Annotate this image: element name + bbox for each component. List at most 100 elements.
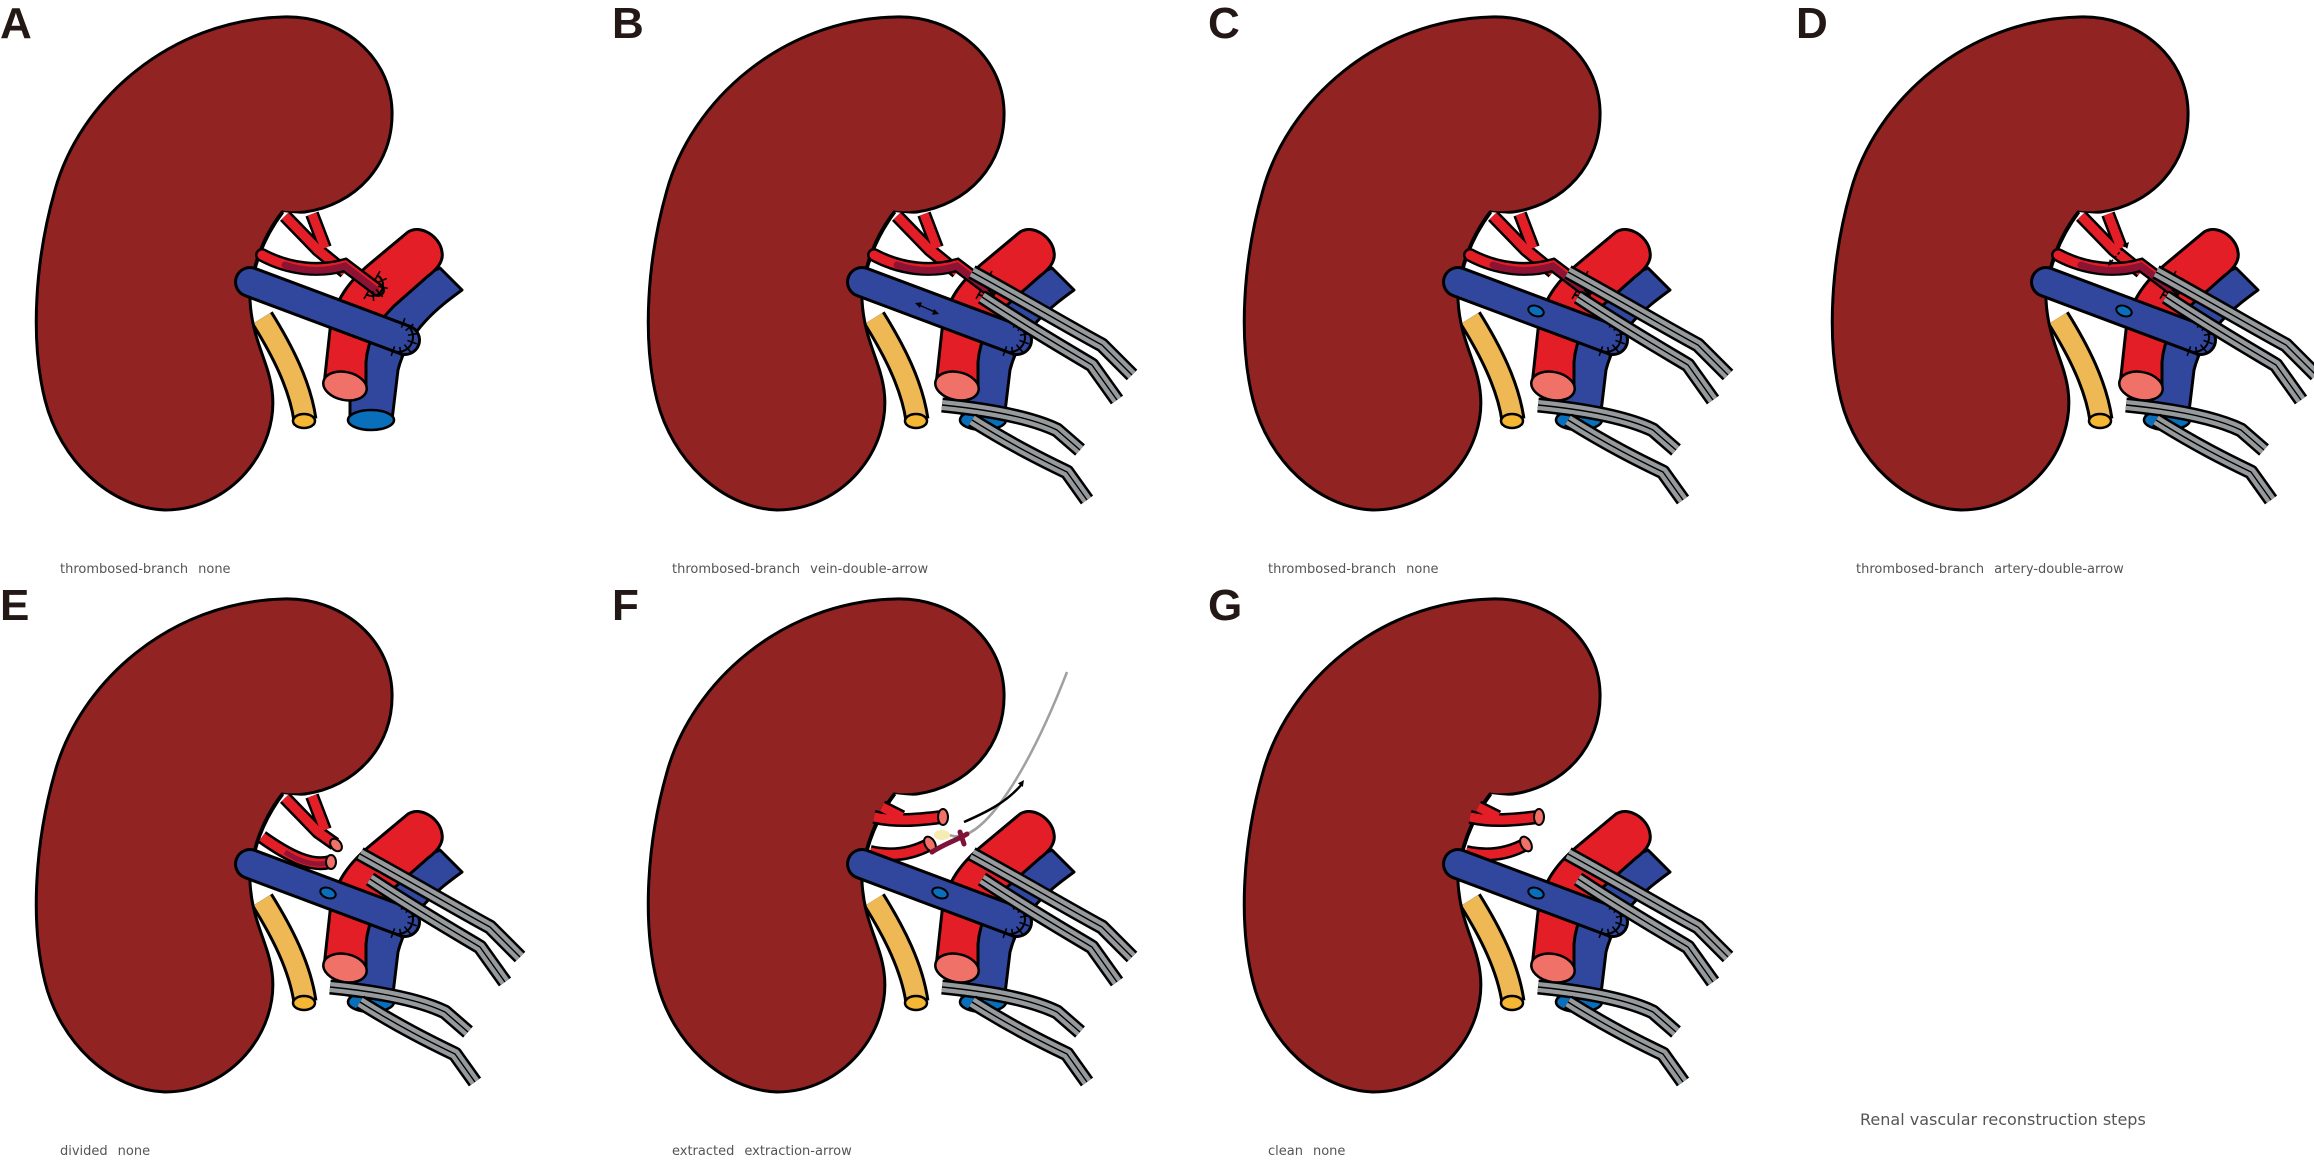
- clamp-lower-2: [1564, 995, 1690, 1087]
- thrombus: [281, 261, 380, 294]
- ureter: [1459, 311, 1526, 430]
- suture-stitch: [2194, 346, 2199, 357]
- suture-stitch: [398, 346, 403, 357]
- artery-stump: [325, 854, 337, 870]
- panel-illustration: [34, 15, 464, 512]
- extraction-arrow: [963, 783, 1023, 824]
- thrombus-extraction: [929, 671, 1069, 855]
- ureter: [1459, 893, 1526, 1012]
- renal-artery-branches: [255, 211, 388, 301]
- suture-stitch: [377, 277, 387, 284]
- panel-label: B: [612, 0, 644, 48]
- suture-stitch: [390, 928, 396, 939]
- panel-illustration: [1830, 15, 2314, 512]
- kidney: [34, 15, 394, 512]
- kidney: [1242, 597, 1602, 1094]
- renal-artery-branches: [2051, 211, 2184, 301]
- panel-label: G: [1208, 581, 1243, 630]
- ureter-cut-end: [1499, 412, 1525, 430]
- arrow-head: [2108, 259, 2115, 266]
- artery-state-text: extracted: [672, 1144, 735, 1160]
- kidney: [1830, 15, 2190, 512]
- ureter: [251, 311, 318, 430]
- suture-stitch: [400, 317, 406, 328]
- suture-stitch: [975, 289, 982, 300]
- panel-illustration: [646, 15, 1138, 512]
- suture-stitch: [2203, 339, 2214, 345]
- suture-stitch: [377, 285, 388, 290]
- suture-stitch: [1019, 921, 1030, 927]
- suture-stitch: [1019, 339, 1030, 345]
- suture-stitch: [1002, 346, 1008, 357]
- venotomy: [1527, 886, 1545, 900]
- suture-stitch: [390, 346, 396, 357]
- clamp-upper-1: [356, 847, 526, 963]
- artery-stump: [329, 837, 343, 853]
- clamp-lower-1: [1537, 979, 1681, 1038]
- aorta-cut-end: [322, 370, 368, 402]
- ivc-cut-end: [346, 408, 396, 432]
- clamp-lower-1: [329, 979, 473, 1038]
- suture-stitch: [1598, 928, 1604, 939]
- clamp-upper-1: [968, 265, 1138, 381]
- kidney: [34, 597, 394, 1094]
- ureter-cut-end: [903, 994, 929, 1012]
- thrombus: [1489, 261, 1588, 294]
- suture-stitch: [1606, 928, 1611, 939]
- suture-stitch: [403, 344, 412, 353]
- clamp-upper-1: [1564, 265, 1734, 381]
- suture-stitch: [403, 926, 412, 935]
- balloon-tip: [934, 830, 950, 840]
- suture-stitch: [398, 928, 403, 939]
- arrow-head: [2122, 242, 2129, 249]
- suture-stitch: [374, 270, 381, 281]
- panel-label: E: [0, 581, 30, 630]
- clamp-upper-2: [977, 290, 1124, 405]
- thrombus: [893, 261, 992, 294]
- renal-vein: [234, 266, 421, 357]
- thrombus: [2077, 261, 2176, 294]
- thrombus: [283, 849, 329, 867]
- venous-anastomosis-sutures: [390, 317, 418, 357]
- arrows-text: extraction-arrow: [744, 1144, 852, 1160]
- artery-stump: [1519, 835, 1533, 853]
- suture-stitch: [1611, 344, 1620, 353]
- suture-stitch: [407, 339, 418, 345]
- panel-label: D: [1796, 0, 1828, 48]
- panel-label: A: [0, 0, 32, 48]
- panel-illustration: [34, 597, 526, 1094]
- clamp-upper-2: [365, 872, 512, 987]
- suture-stitch: [1571, 289, 1578, 300]
- artery-state-text: divided: [60, 1144, 108, 1160]
- ureter: [251, 893, 318, 1012]
- renal-vein: [846, 266, 1033, 357]
- panel-label: C: [1208, 0, 1240, 48]
- clamp-lower-1: [1537, 397, 1681, 456]
- venotomy: [1527, 304, 1545, 318]
- arrows-text: none: [198, 562, 231, 578]
- panel-label: F: [612, 581, 639, 630]
- artery-stump: [1533, 808, 1545, 826]
- clamp-upper-2: [2161, 290, 2308, 405]
- panel-illustration: [646, 597, 1138, 1094]
- suture-stitch: [2186, 346, 2192, 357]
- arterial-anastomosis-sutures: [363, 270, 388, 301]
- clamp-lower-2: [1564, 413, 1690, 505]
- suture-stitch: [1010, 346, 1015, 357]
- arrows-text: none: [1406, 562, 1439, 578]
- clamp-lower-2: [2152, 413, 2278, 505]
- suture-stitch: [1611, 926, 1620, 935]
- suture-stitch: [1015, 344, 1024, 353]
- arrows-text: vein-double-arrow: [810, 562, 929, 578]
- artery-state-text: thrombosed-branch: [60, 562, 189, 578]
- ureter: [863, 311, 930, 430]
- kidney: [646, 15, 1006, 512]
- venotomy: [319, 886, 337, 900]
